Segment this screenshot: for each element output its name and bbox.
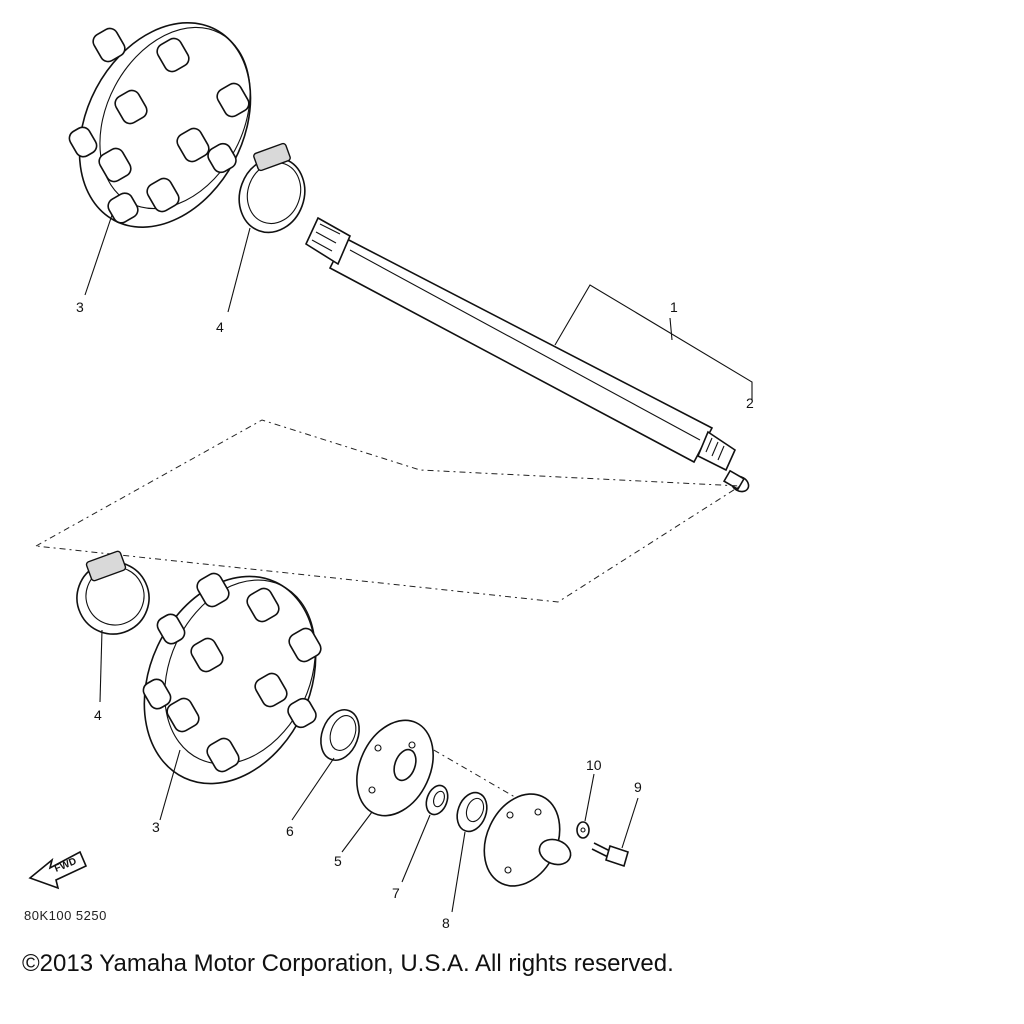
part-code: 80K100 5250 (24, 908, 107, 923)
callout-washer: 10 (586, 757, 602, 773)
callout-clamp-lower: 4 (94, 707, 102, 723)
callout-bearing: 6 (286, 823, 294, 839)
callout-bolt: 9 (634, 779, 642, 795)
bolt (591, 797, 639, 868)
callout-shaft: 1 (670, 299, 678, 315)
bearing-plate (341, 719, 434, 853)
copyright-notice: ©2013 Yamaha Motor Corporation, U.S.A. A… (22, 950, 674, 977)
oil-seal (451, 791, 488, 913)
callout-sprocket-lower: 3 (152, 819, 160, 835)
sprocket-upper (68, 22, 252, 296)
callout-clamp-upper: 4 (216, 319, 224, 335)
bearing (291, 709, 360, 821)
callout-collar: 7 (392, 885, 400, 901)
collar (401, 784, 449, 883)
callout-bearing-plate: 5 (334, 853, 342, 869)
washer (576, 773, 595, 839)
hub-guide-line (419, 741, 521, 801)
assembly-frame (35, 419, 742, 603)
fwd-arrow-icon: FWD (28, 850, 88, 890)
callout-sprocket-upper: 3 (76, 299, 84, 315)
bearing-housing (483, 793, 572, 887)
clamp-upper (227, 142, 306, 313)
drive-shaft (304, 216, 753, 493)
clamp-lower (76, 550, 150, 703)
callout-oil-seal: 8 (442, 915, 450, 931)
callout-key: 2 (746, 395, 754, 411)
sprocket-lower (142, 572, 322, 821)
